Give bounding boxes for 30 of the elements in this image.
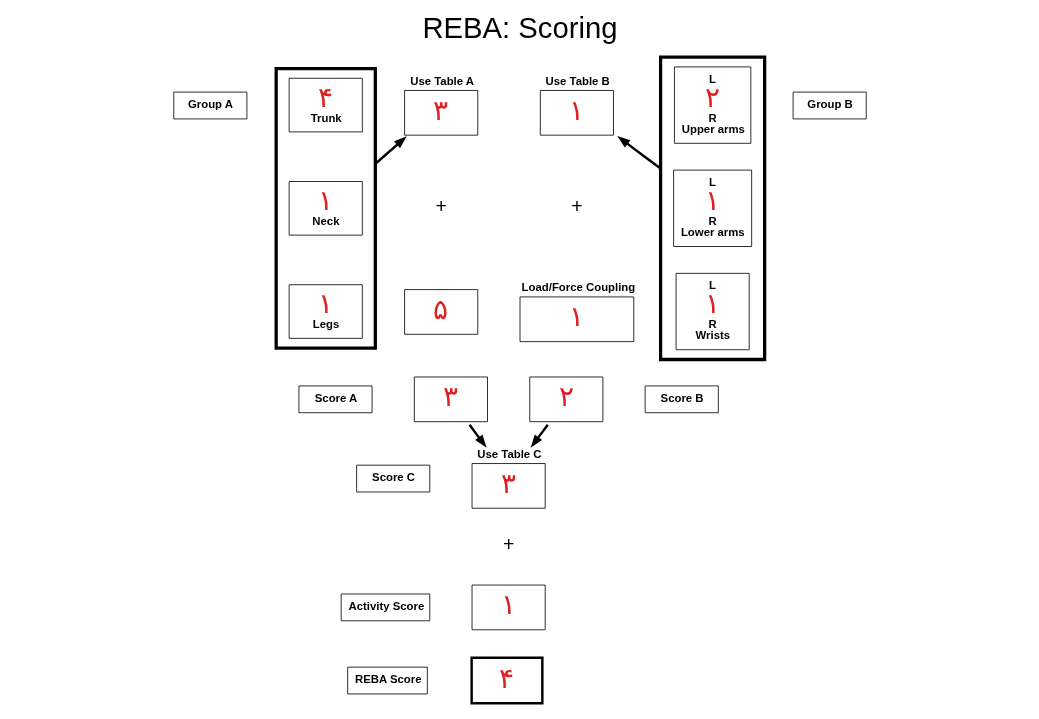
- node-box: ۵: [403, 289, 478, 335]
- node-box: Group A: [172, 91, 247, 120]
- node-box: REBA Score: [346, 666, 428, 695]
- node-box: Group B: [792, 91, 867, 120]
- diagram-title: REBA: Scoring: [421, 12, 618, 45]
- node-box: ۳: [413, 376, 488, 423]
- node-box: ۳: [403, 90, 478, 136]
- node-box: ۱: [471, 584, 546, 631]
- node-box: Score B: [644, 385, 719, 414]
- node-label: Use Table B: [545, 74, 610, 87]
- cluster: [274, 66, 377, 350]
- node-box: ۲: [528, 376, 603, 423]
- node-label: Load/Force Coupling: [521, 281, 635, 294]
- label: +: [570, 195, 583, 218]
- node-box: ۱: [539, 90, 614, 136]
- label: +: [502, 533, 514, 556]
- node-box: Score C: [355, 464, 430, 493]
- cluster: [658, 55, 766, 362]
- arrow: [374, 136, 407, 165]
- node-box: ۱: [519, 296, 634, 343]
- arrow: [530, 424, 549, 448]
- node-box: ۴: [469, 656, 544, 705]
- node-label: Use Table C: [476, 448, 542, 461]
- node-box: ۳: [471, 463, 546, 509]
- arrow: [468, 424, 487, 448]
- node-box: Score A: [298, 385, 372, 414]
- label: +: [434, 195, 447, 218]
- arrow: [616, 136, 661, 170]
- node-label: Use Table A: [409, 74, 474, 87]
- node-box: Activity Score: [340, 593, 430, 622]
